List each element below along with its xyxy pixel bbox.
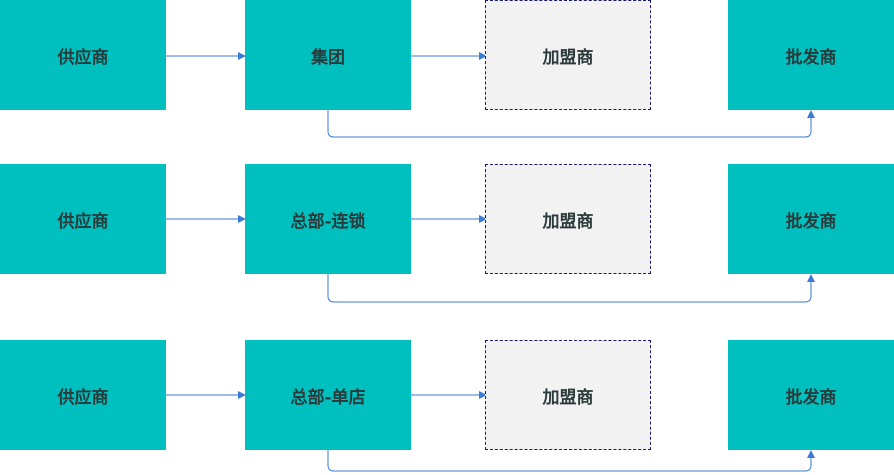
node-label: 供应商 [57, 211, 109, 232]
node-label: 总部-单店 [290, 387, 366, 408]
node-label: 集团 [311, 47, 345, 68]
node-label: 供应商 [57, 47, 109, 68]
node-franchise-1: 加盟商 [485, 0, 651, 110]
node-label: 批发商 [785, 211, 837, 232]
arrow-hq-to-wholesaler-2 [327, 274, 815, 303]
node-label: 供应商 [57, 387, 109, 408]
arrow-hq-to-wholesaler-3 [327, 450, 815, 472]
node-franchise-3: 加盟商 [485, 340, 651, 450]
node-franchise-2: 加盟商 [485, 164, 651, 274]
node-hq-3: 总部-单店 [245, 340, 411, 450]
node-wholesaler-2: 批发商 [728, 164, 894, 274]
node-label: 批发商 [785, 47, 837, 68]
node-label: 总部-连锁 [290, 211, 366, 232]
node-label: 加盟商 [542, 211, 594, 232]
node-label: 加盟商 [542, 47, 594, 68]
node-wholesaler-1: 批发商 [728, 0, 894, 110]
node-supplier-1: 供应商 [0, 0, 166, 110]
node-supplier-2: 供应商 [0, 164, 166, 274]
node-supplier-3: 供应商 [0, 340, 166, 450]
node-wholesaler-3: 批发商 [728, 340, 894, 450]
arrow-hq-to-wholesaler-1 [327, 110, 815, 138]
node-label: 加盟商 [542, 387, 594, 408]
node-hq-2: 总部-连锁 [245, 164, 411, 274]
node-hq-1: 集团 [245, 0, 411, 110]
node-label: 批发商 [785, 387, 837, 408]
